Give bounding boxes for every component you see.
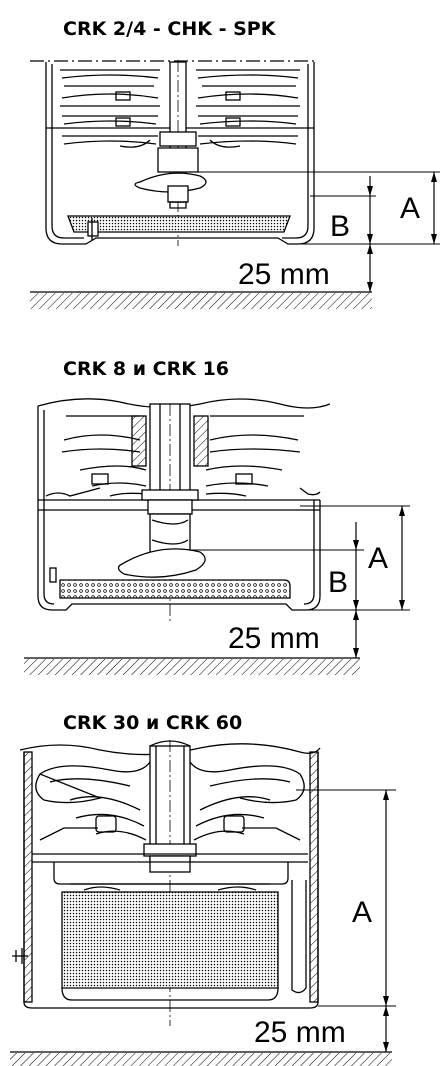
floor-hatch-3: [10, 1051, 392, 1066]
dimension-lines-3: [383, 790, 389, 1052]
gap-25mm-label-1: 25 mm: [238, 258, 330, 291]
floor-hatch-2: [24, 657, 360, 675]
gap-25mm-label-3: 25 mm: [254, 1016, 346, 1049]
section-2-title: CRK 8 и CRK 16: [63, 358, 230, 380]
dimension-lines-2: [353, 506, 405, 658]
pump-drawing-1: [30, 60, 440, 246]
dimension-a-label-2: A: [368, 542, 388, 575]
dimension-b-label-1: B: [330, 210, 350, 243]
section-3-title: CRK 30 и CRK 60: [63, 712, 243, 734]
dimension-b-label-2: B: [328, 566, 348, 599]
dimension-lines-1: [367, 172, 437, 292]
gap-25mm-label-2: 25 mm: [228, 622, 320, 655]
dimension-a-label-3: A: [352, 896, 372, 929]
section-1-title: CRK 2/4 - CHK - SPK: [63, 18, 276, 40]
pump-drawing-3: [12, 740, 396, 1026]
floor-hatch-1: [30, 291, 372, 309]
dimension-a-label-1: A: [400, 192, 420, 225]
pump-drawing-2: [37, 398, 410, 624]
